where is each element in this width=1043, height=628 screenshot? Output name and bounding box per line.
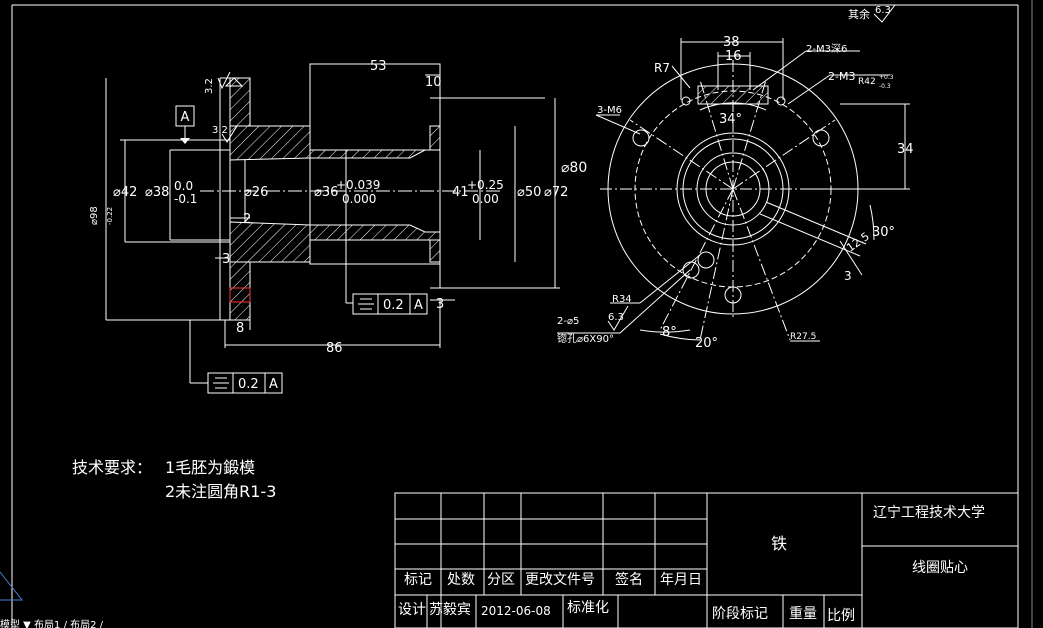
flange-section-bottom <box>229 261 251 321</box>
svg-text:R7: R7 <box>654 61 670 75</box>
svg-text:年月日: 年月日 <box>660 572 702 588</box>
svg-text:2-M3深6: 2-M3深6 <box>806 43 847 55</box>
svg-text:处数: 处数 <box>447 572 475 588</box>
svg-text:6.3: 6.3 <box>875 5 891 16</box>
svg-text:标准化: 标准化 <box>567 600 609 616</box>
svg-text:R42: R42 <box>858 77 876 87</box>
svg-text:+0.25: +0.25 <box>467 178 504 192</box>
svg-text:更改文件号: 更改文件号 <box>525 572 595 588</box>
svg-text:阶段标记: 阶段标记 <box>712 606 768 622</box>
svg-text:+0.3: +0.3 <box>879 74 894 81</box>
svg-text:3-M6: 3-M6 <box>597 105 622 116</box>
svg-text:⌀42: ⌀42 <box>113 185 137 200</box>
drawing-border <box>11 0 1033 628</box>
svg-text:30°: 30° <box>872 225 895 240</box>
section-view: 3.2 3.2 A 53 10 ⌀42 ⌀38 0.0 -0.1 ⌀26 ⌀36… <box>89 59 568 394</box>
svg-text:锪孔⌀6X90°: 锪孔⌀6X90° <box>557 332 614 345</box>
svg-text:A: A <box>181 110 190 125</box>
svg-text:2-M3: 2-M3 <box>828 70 855 83</box>
flange-section-top <box>229 77 251 127</box>
svg-text:34°: 34° <box>719 112 742 127</box>
svg-text:2未注圆角R1-3: 2未注圆角R1-3 <box>165 482 276 501</box>
svg-text:34: 34 <box>897 142 914 157</box>
technical-notes: 技术要求： 1毛胚为鍛模 2未注圆角R1-3 <box>72 458 276 501</box>
svg-text:41: 41 <box>452 185 469 200</box>
title-block <box>394 492 1019 628</box>
svg-text:6.3: 6.3 <box>608 312 624 323</box>
svg-text:20°: 20° <box>695 336 718 351</box>
svg-text:1毛胚为鍛模: 1毛胚为鍛模 <box>165 458 255 477</box>
svg-text:+0.039: +0.039 <box>336 178 380 192</box>
end-view: 38 16 R7 2-M3深6 2-M3 R42 +0.3 -0.3 3-M6 … <box>557 35 914 351</box>
svg-text:3.2: 3.2 <box>212 125 228 136</box>
svg-text:⌀36: ⌀36 <box>314 185 338 200</box>
svg-text:设计: 设计 <box>398 602 426 618</box>
svg-text:53: 53 <box>370 59 387 74</box>
svg-text:签名: 签名 <box>615 571 643 588</box>
svg-text:0.000: 0.000 <box>342 192 376 206</box>
svg-text:3.2: 3.2 <box>204 78 215 94</box>
svg-text:分区: 分区 <box>487 572 515 588</box>
svg-text:0.2: 0.2 <box>383 298 404 313</box>
layout-tabs-text[interactable]: 模型 ▼ 布局1 / 布局2 / <box>0 618 104 628</box>
svg-text:16: 16 <box>725 49 742 64</box>
svg-text:A: A <box>414 298 423 313</box>
svg-text:3: 3 <box>844 269 852 283</box>
body-section-top <box>229 125 441 161</box>
svg-text:其余: 其余 <box>848 7 870 21</box>
svg-text:标记: 标记 <box>404 572 432 588</box>
svg-text:A: A <box>269 377 278 392</box>
svg-text:2012-06-08: 2012-06-08 <box>481 604 551 618</box>
svg-text:辽宁工程技术大学: 辽宁工程技术大学 <box>873 504 985 521</box>
body-section-bottom <box>229 221 441 263</box>
feature-control-frame-2: 0.2 A <box>207 372 283 394</box>
svg-text:86: 86 <box>326 341 343 356</box>
svg-text:2: 2 <box>243 212 251 227</box>
svg-text:0.00: 0.00 <box>472 192 499 206</box>
svg-text:R27.5: R27.5 <box>790 332 816 342</box>
svg-text:38: 38 <box>723 35 740 50</box>
svg-text:-0.3: -0.3 <box>879 83 891 90</box>
svg-text:-0.1: -0.1 <box>174 192 197 206</box>
svg-text:⌀50: ⌀50 <box>517 185 541 200</box>
svg-text:苏毅宾: 苏毅宾 <box>429 601 471 618</box>
svg-text:8: 8 <box>236 321 244 336</box>
svg-text:铁: 铁 <box>771 534 787 553</box>
svg-text:10: 10 <box>425 75 442 90</box>
feature-control-frame-1: 0.2 A <box>352 293 428 315</box>
svg-text:8°: 8° <box>662 325 677 340</box>
svg-text:⌀72: ⌀72 <box>544 185 568 200</box>
surface-finish-note: 其余 6.3 <box>848 4 896 23</box>
svg-text:0.2: 0.2 <box>238 377 259 392</box>
title-block-text: 铁 辽宁工程技术大学 线圈贴心 标记 处数 分区 更改文件号 签名 年月日 设计… <box>398 504 985 624</box>
svg-text:R34: R34 <box>612 294 632 305</box>
svg-text:比例: 比例 <box>827 608 855 624</box>
svg-text:重量: 重量 <box>789 606 817 622</box>
svg-text:⌀38: ⌀38 <box>145 185 169 200</box>
svg-text:3: 3 <box>222 252 230 267</box>
svg-text:2-⌀5: 2-⌀5 <box>557 316 579 327</box>
svg-text:技术要求：: 技术要求： <box>72 458 152 477</box>
svg-text:线圈贴心: 线圈贴心 <box>912 560 968 576</box>
svg-text:⌀80: ⌀80 <box>561 160 587 176</box>
ucs-icon <box>0 571 24 601</box>
svg-text:0.0: 0.0 <box>174 179 193 193</box>
svg-text:12.5: 12.5 <box>844 230 872 255</box>
svg-text:⌀26: ⌀26 <box>244 185 268 200</box>
svg-text:-0.22: -0.22 <box>106 207 114 225</box>
svg-text:3: 3 <box>436 297 444 312</box>
svg-text:⌀98: ⌀98 <box>89 206 100 225</box>
